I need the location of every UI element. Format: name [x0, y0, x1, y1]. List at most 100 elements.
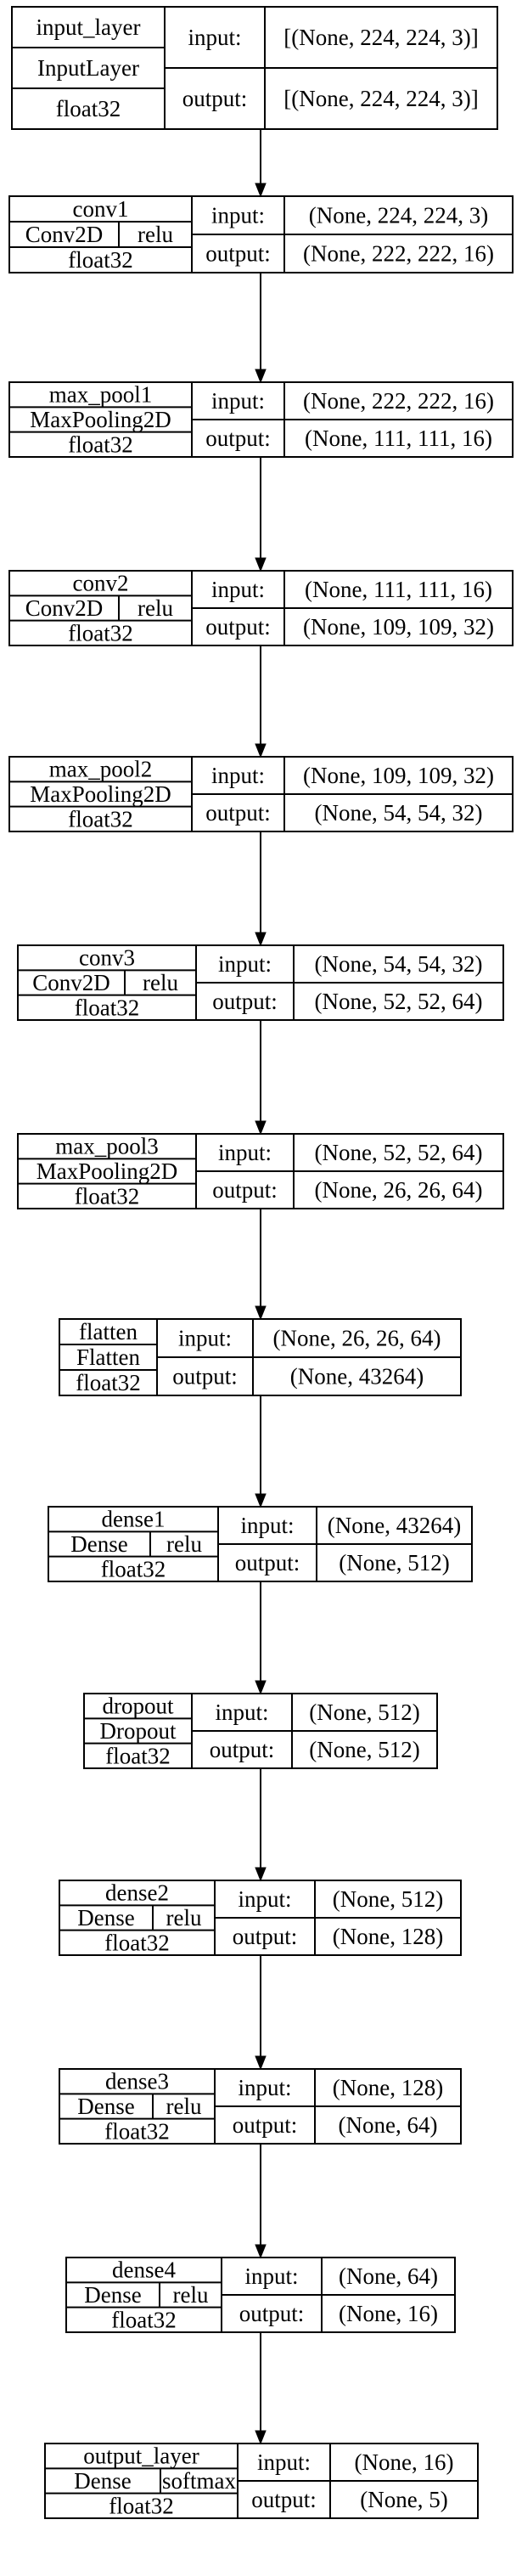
arrowhead: [255, 369, 267, 384]
output-label: output:: [205, 426, 271, 451]
layer-activation: relu: [138, 222, 173, 247]
input-shape: (None, 224, 224, 3): [309, 203, 488, 228]
layer-name: dense4: [112, 2258, 176, 2283]
output-label: output:: [239, 2301, 305, 2326]
arrowhead: [255, 183, 267, 198]
output-shape: (None, 16): [339, 2301, 438, 2326]
output-label: output:: [235, 1550, 300, 1575]
arrowhead: [255, 1680, 267, 1695]
output-shape: (None, 111, 111, 16): [305, 426, 492, 451]
input-shape: (None, 111, 111, 16): [305, 577, 492, 602]
layer-type: Dropout: [100, 1718, 177, 1744]
layer-name: dense3: [105, 2069, 169, 2094]
output-label: output:: [212, 1177, 278, 1203]
layer-type: Dense: [77, 2094, 134, 2119]
layer-node-max_pool2: max_pool2MaxPooling2Dfloat32input:output…: [8, 756, 514, 832]
layer-node-input_layer: input_layerInputLayerfloat32input:output…: [11, 6, 498, 130]
layer-dtype: float32: [75, 995, 139, 1020]
layer-name: conv2: [73, 571, 129, 596]
arrowhead: [255, 1305, 267, 1321]
output-shape: (None, 512): [309, 1737, 419, 1762]
output-shape: (None, 512): [339, 1550, 449, 1575]
layer-name: dropout: [103, 1694, 174, 1719]
layer-type: Dense: [74, 2468, 131, 2494]
input-shape: (None, 128): [333, 2075, 443, 2100]
layer-name: input_layer: [36, 14, 141, 40]
output-label: output:: [205, 614, 271, 640]
layer-type: Dense: [84, 2282, 141, 2308]
layer-dtype: float32: [111, 2307, 176, 2332]
output-shape: [(None, 224, 224, 3)]: [283, 86, 478, 111]
input-shape: (None, 43264): [328, 1513, 461, 1538]
input-shape: (None, 512): [333, 1886, 443, 1912]
input-shape: (None, 52, 52, 64): [315, 1140, 483, 1165]
arrowhead: [255, 1867, 267, 1882]
layer-dtype: float32: [104, 2118, 169, 2144]
input-shape: (None, 64): [339, 2263, 438, 2289]
input-label: input:: [215, 1699, 268, 1725]
layer-dtype: float32: [68, 431, 132, 457]
output-label: output:: [233, 1924, 298, 1949]
layer-type: MaxPooling2D: [30, 407, 171, 432]
layer-activation: relu: [143, 970, 178, 995]
output-shape: (None, 5): [360, 2487, 447, 2512]
arrowhead: [255, 557, 267, 572]
layer-dtype: float32: [109, 2493, 173, 2518]
output-label: output:: [205, 800, 271, 826]
layer-type: InputLayer: [37, 55, 139, 81]
input-label: input:: [240, 1513, 294, 1538]
layer-name: output_layer: [83, 2444, 199, 2469]
input-shape: (None, 512): [309, 1699, 419, 1725]
layer-dtype: float32: [75, 1183, 139, 1209]
layer-activation: relu: [173, 2282, 209, 2308]
layer-name: conv1: [73, 196, 129, 222]
output-shape: (None, 52, 52, 64): [315, 989, 483, 1014]
arrowhead: [255, 1120, 267, 1136]
layer-activation: relu: [166, 2094, 202, 2119]
layer-name: max_pool3: [55, 1134, 159, 1159]
layer-name: conv3: [79, 945, 135, 971]
layer-name: max_pool2: [49, 757, 153, 782]
arrowhead: [255, 2055, 267, 2071]
output-shape: (None, 43264): [290, 1364, 424, 1389]
layer-type: MaxPooling2D: [36, 1158, 178, 1184]
layer-dtype: float32: [56, 96, 121, 121]
arrowhead: [255, 932, 267, 947]
input-label: input:: [178, 1326, 232, 1351]
layer-activation: relu: [138, 595, 173, 621]
layer-node-max_pool1: max_pool1MaxPooling2Dfloat32input:output…: [8, 381, 514, 458]
output-label: output:: [212, 989, 278, 1014]
output-label: output:: [210, 1737, 275, 1762]
input-label: input:: [218, 1140, 272, 1165]
input-shape: (None, 222, 222, 16): [303, 388, 494, 414]
layer-name: max_pool1: [49, 382, 153, 408]
layer-type: Conv2D: [32, 970, 110, 995]
layer-type: Conv2D: [25, 595, 104, 621]
layer-dtype: float32: [104, 1930, 169, 1955]
layer-dtype: float32: [68, 806, 132, 831]
input-label: input:: [238, 1886, 291, 1912]
input-shape: (None, 109, 109, 32): [303, 763, 494, 788]
arrowhead: [255, 743, 267, 758]
layer-type: Dense: [77, 1905, 134, 1931]
output-label: output:: [172, 1364, 238, 1389]
layer-name: dense2: [105, 1880, 169, 1906]
layer-type: Flatten: [76, 1344, 140, 1370]
layer-dtype: float32: [68, 247, 132, 273]
layer-name: dense1: [102, 1507, 166, 1532]
layer-dtype: float32: [76, 1370, 140, 1395]
layer-activation: relu: [166, 1531, 202, 1557]
output-label: output:: [233, 2112, 298, 2138]
input-label: input:: [211, 203, 265, 228]
input-label: input:: [257, 2449, 311, 2475]
output-label: output:: [182, 86, 248, 111]
layer-dtype: float32: [68, 620, 132, 645]
